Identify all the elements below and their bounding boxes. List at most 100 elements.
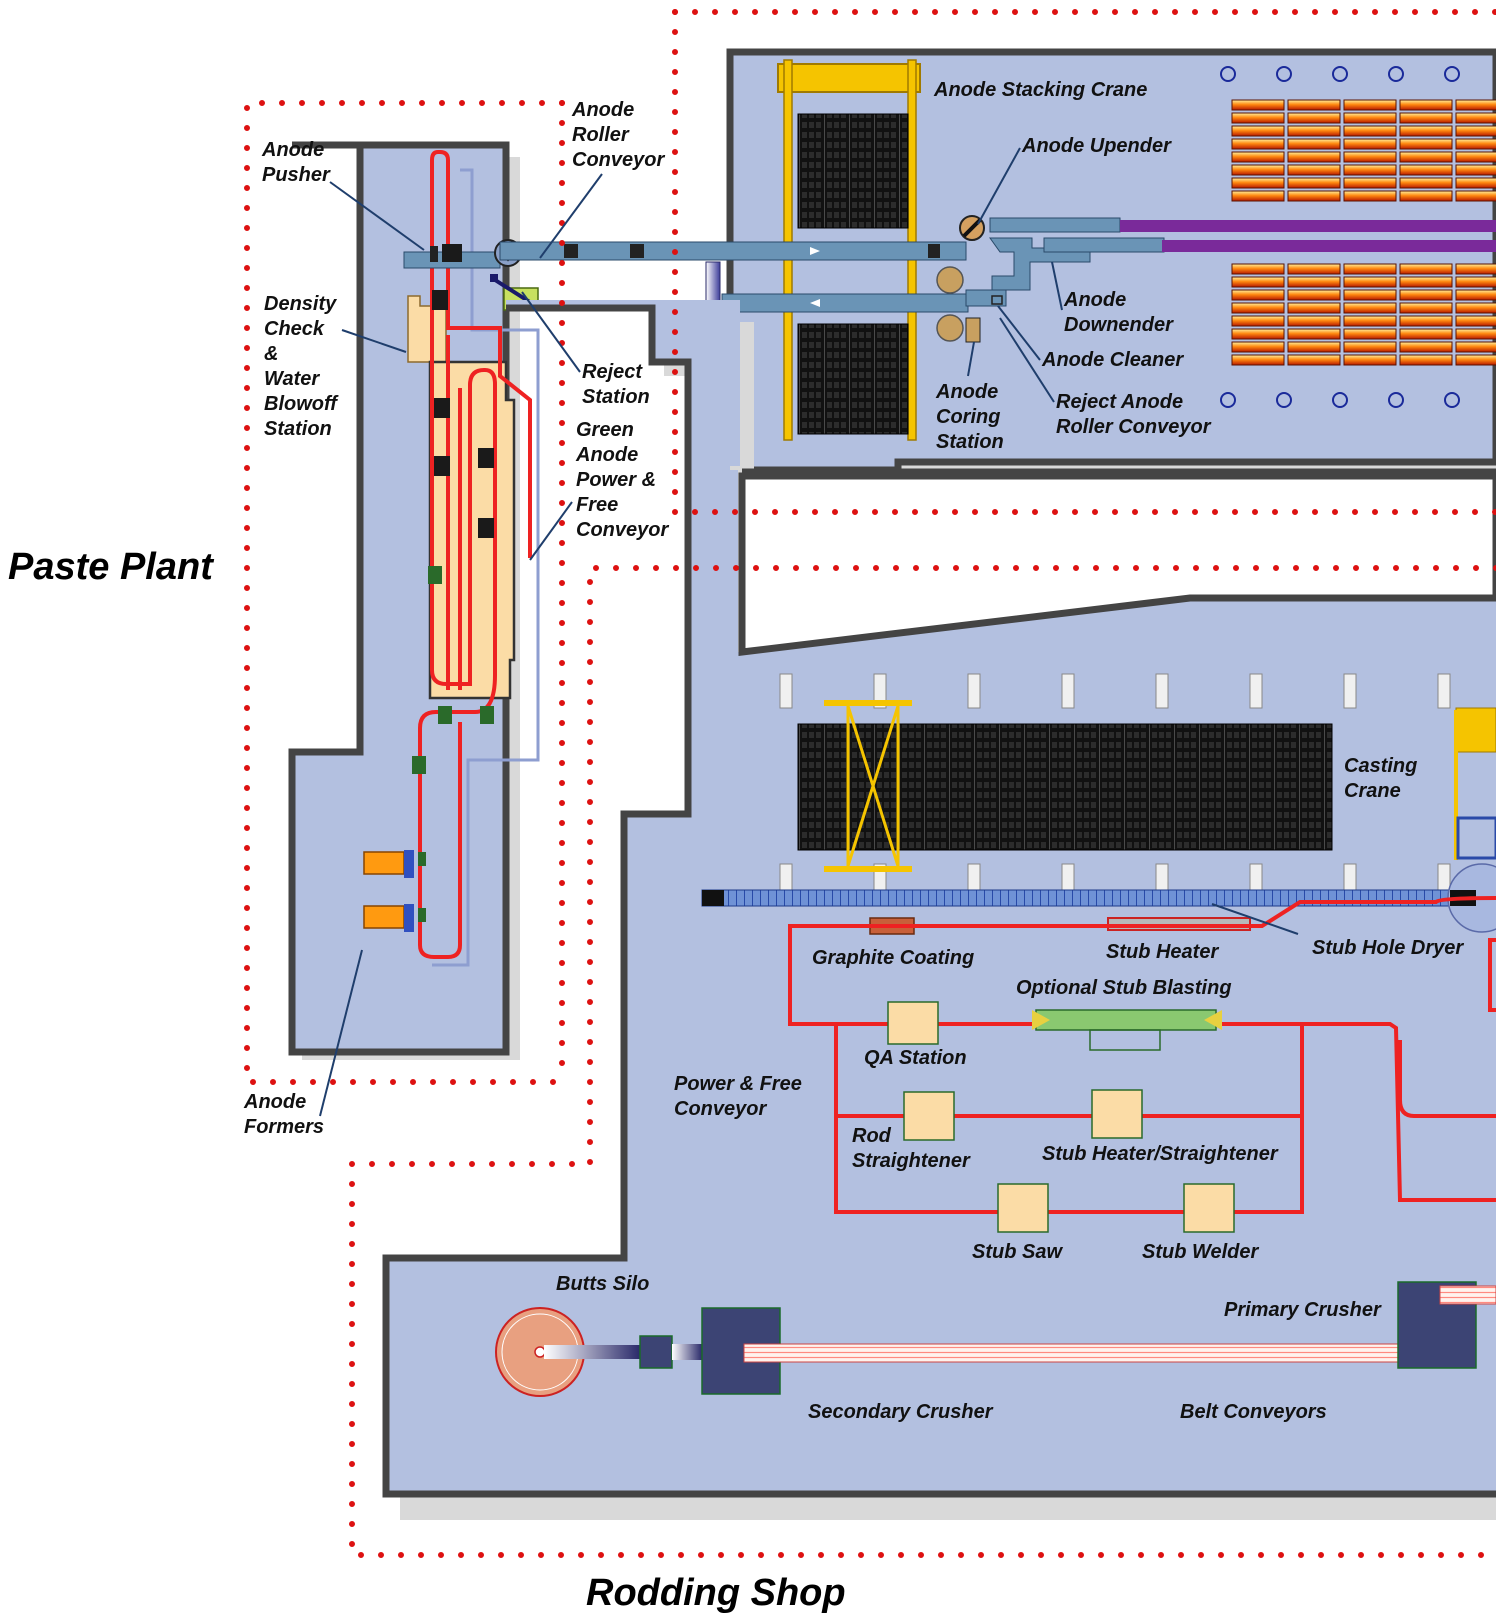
furnace-cell <box>1343 112 1397 124</box>
furnace-cell <box>1343 99 1397 111</box>
corridor-wall <box>382 304 1496 1498</box>
optional-stub-blasting-label: Optional Stub Blasting <box>1016 977 1232 999</box>
casting-pillar <box>1343 673 1357 709</box>
primary-crusher-label: Primary Crusher <box>1224 1299 1381 1321</box>
anode-downender-label: Anode Downender <box>1064 289 1173 336</box>
furnace-cell <box>1287 341 1341 353</box>
furnace-cell <box>1455 302 1496 314</box>
furnace-cell <box>1231 276 1285 288</box>
casting-pillars-upper <box>779 673 1451 709</box>
furnace-cell <box>1287 263 1341 275</box>
furnace-cell <box>1287 302 1341 314</box>
furnace-ports-lower <box>1220 392 1460 408</box>
furnace-cell <box>1455 177 1496 189</box>
furnace-cell <box>1231 151 1285 163</box>
furnace-cell <box>1343 302 1397 314</box>
furnace-cell <box>1231 315 1285 327</box>
furnace-cell <box>1399 190 1453 202</box>
furnace-cell <box>1455 151 1496 163</box>
furnace-cell <box>1343 263 1397 275</box>
casting-crane-label: Casting Crane <box>1344 755 1418 802</box>
rod-straightener-box <box>903 1091 955 1141</box>
graphite-coating-label: Graphite Coating <box>812 947 975 969</box>
furnace-ports-upper <box>1220 66 1460 82</box>
furnace-cell <box>1287 354 1341 366</box>
casting-pillar <box>873 673 887 709</box>
flue-port <box>1276 66 1292 82</box>
furnace-cell <box>1343 177 1397 189</box>
furnace-cell <box>1231 112 1285 124</box>
furnace-cell <box>1287 190 1341 202</box>
casting-crane <box>824 700 1496 872</box>
green-anode-conveyor-label: Green Anode Power & Free Conveyor <box>576 419 669 541</box>
furnace-cell <box>1287 112 1341 124</box>
rodding-boundary <box>349 565 1496 1558</box>
flue-port <box>1444 392 1460 408</box>
anode-coring-wheel-2 <box>936 314 964 342</box>
furnace-cell <box>1399 263 1453 275</box>
stub-welder-label: Stub Welder <box>1142 1241 1259 1263</box>
furnace-cell <box>1399 125 1453 137</box>
furnace-cell <box>1399 177 1453 189</box>
furnace-cell <box>1455 263 1496 275</box>
anode-stack-upper <box>797 113 909 229</box>
furnace-cell <box>1343 289 1397 301</box>
reject-station-label: Reject Station <box>582 361 650 408</box>
furnace-cell <box>1287 289 1341 301</box>
furnace-cell <box>1399 276 1453 288</box>
furnace-cell <box>1399 302 1453 314</box>
casting-pillar <box>779 673 793 709</box>
anode-stacking-crane-beam <box>777 63 921 93</box>
furnace-cell <box>1455 289 1496 301</box>
furnace-cell <box>1343 138 1397 150</box>
furnace-cell <box>1231 328 1285 340</box>
furnace-cell <box>1231 177 1285 189</box>
furnace-cell <box>1455 99 1496 111</box>
furnace-cell <box>1455 138 1496 150</box>
reject-anode-roller-conveyor-label: Reject Anode Roller Conveyor <box>1056 391 1211 438</box>
stub-saw-label: Stub Saw <box>972 1241 1063 1263</box>
rodding-conveyor-loop <box>788 896 1496 1202</box>
rodding-shop-area <box>382 300 1496 1520</box>
furnace-cell <box>1343 151 1397 163</box>
furnace-cell <box>1287 328 1341 340</box>
furnace-cell <box>1455 164 1496 176</box>
furnace-cell <box>1455 190 1496 202</box>
casting-pillar <box>1437 673 1451 709</box>
furnace-cell <box>1399 151 1453 163</box>
furnace-cell <box>1399 138 1453 150</box>
rod-straightener-label: Rod Straightener <box>852 1125 970 1172</box>
flue-port <box>1388 66 1404 82</box>
furnace-cell <box>1231 263 1285 275</box>
area-boundaries <box>244 9 1496 1558</box>
anode-upender-label: Anode Upender <box>1022 135 1171 157</box>
furnace-cell <box>1455 354 1496 366</box>
furnace-cell <box>1399 99 1453 111</box>
furnace-cell <box>1287 151 1341 163</box>
anode-stack-lower <box>797 323 909 435</box>
flue-port <box>1220 66 1236 82</box>
power-free-conveyor-label: Power & Free Conveyor <box>674 1073 802 1120</box>
furnace-cell <box>1399 328 1453 340</box>
furnace-cell <box>1455 341 1496 353</box>
stub-heater-label: Stub Heater <box>1106 941 1219 963</box>
furnace-cell <box>1287 125 1341 137</box>
furnace-feed-line-1 <box>1120 220 1496 232</box>
furnace-cell <box>1231 138 1285 150</box>
stub-welder-box <box>1183 1183 1235 1233</box>
white-gap <box>738 472 1496 656</box>
furnace-cell <box>1231 341 1285 353</box>
furnace-cell <box>1399 164 1453 176</box>
belt-conveyors-label: Belt Conveyors <box>1180 1401 1327 1423</box>
anode-coring-wheel-1 <box>936 266 964 294</box>
furnace-cell <box>1455 315 1496 327</box>
flue-port <box>1332 66 1348 82</box>
furnace-cell <box>1343 190 1397 202</box>
furnace-cell <box>1287 138 1341 150</box>
furnace-cell <box>1399 354 1453 366</box>
paste-plant-boundary <box>244 100 565 1085</box>
optional-stub-blasting-unit <box>1032 1009 1222 1051</box>
furnace-cell <box>1455 125 1496 137</box>
furnace-cell <box>1287 315 1341 327</box>
